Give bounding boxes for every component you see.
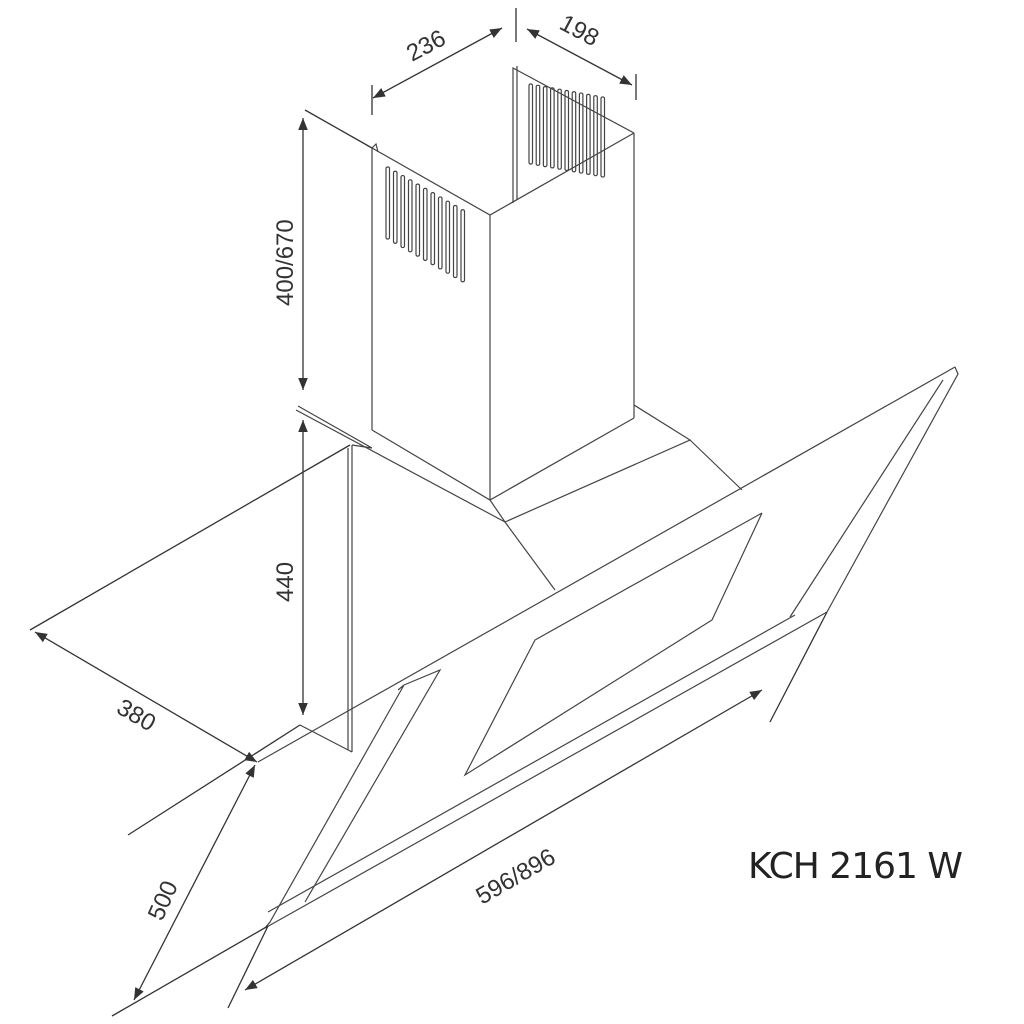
vent-slot (392, 170, 398, 244)
vent-slot (437, 196, 443, 270)
dim-chimney-width: 236 (402, 25, 450, 68)
vent-slot (460, 209, 466, 283)
vent-slot (407, 179, 413, 253)
vent-slot (452, 204, 458, 279)
vent-slot (564, 89, 570, 172)
vent-slot (593, 95, 598, 177)
vent-slot (542, 85, 548, 168)
vent-slot (535, 84, 541, 166)
vent-slot (400, 174, 406, 249)
chimney (371, 66, 635, 501)
vent-slot (600, 96, 606, 178)
vent-slot (528, 83, 534, 165)
vent-slot (445, 200, 451, 274)
vent-slot (422, 187, 428, 261)
vent-slot (385, 166, 391, 240)
vent-slot (585, 93, 591, 175)
dim-width: 596/896 (472, 843, 561, 910)
dim-glass-height: 500 (143, 877, 184, 925)
model-name: KCH 2161 W (748, 846, 963, 887)
vent-slots-left (385, 166, 466, 283)
dim-chimney-height: 400/670 (272, 219, 299, 306)
dimension-lines (29, 8, 828, 1017)
vent-slot (549, 87, 555, 169)
hood-body (295, 404, 743, 753)
vent-slots-back (528, 83, 606, 178)
vent-slot (430, 192, 436, 266)
glass-panel (257, 366, 959, 929)
dim-body-height: 440 (272, 562, 299, 602)
vent-slot (415, 183, 421, 257)
vent-slot (578, 92, 584, 174)
vent-slot (557, 88, 562, 170)
dim-chimney-depth: 198 (555, 9, 603, 52)
vent-slot (571, 91, 577, 173)
